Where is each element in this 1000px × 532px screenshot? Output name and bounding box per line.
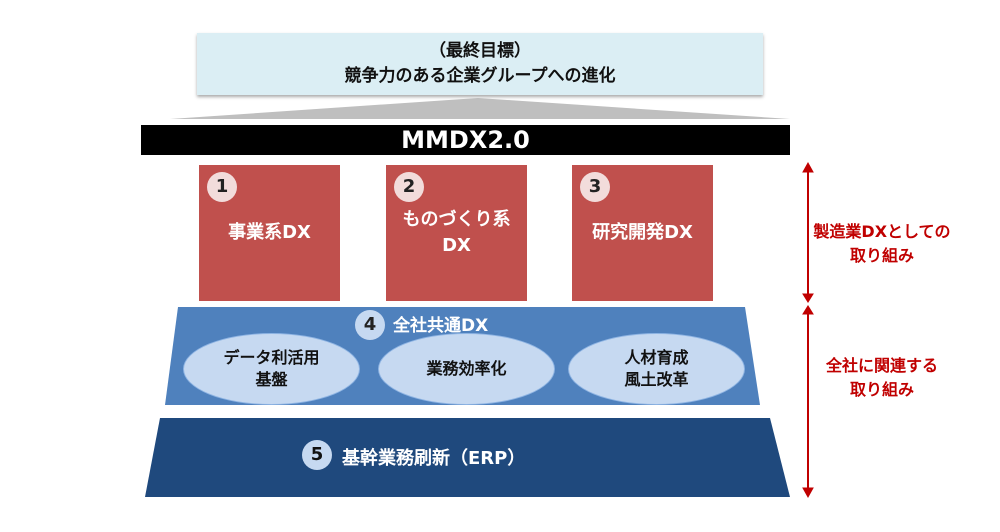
number-badge: 4 xyxy=(355,310,385,340)
goal-label: （最終目標） xyxy=(429,41,531,61)
number-badge: 1 xyxy=(207,172,237,202)
side-label-line: 取り組み xyxy=(849,380,914,399)
final-goal-box: （最終目標） 競争力のある企業グループへの進化 xyxy=(197,33,763,95)
pillar-label: ものづくり系 xyxy=(402,209,511,230)
ellipse-label-2: 基盤 xyxy=(255,370,288,389)
common-dx-title: 全社共通DX xyxy=(393,316,489,336)
ellipse-efficiency: 業務効率化 xyxy=(378,333,555,405)
side-label-company: 全社に関連する取り組み xyxy=(807,354,957,402)
number-badge: 2 xyxy=(394,172,424,202)
goal-text: 競争力のある企業グループへの進化 xyxy=(344,66,616,86)
number-badge: 3 xyxy=(580,172,610,202)
mmdx-banner: MMDX2.0 xyxy=(141,125,790,155)
pillar-label-2: DX xyxy=(442,235,471,256)
pillar-business-dx: 1 事業系DX xyxy=(199,165,340,301)
ellipse-hr-culture: 人材育成風土改革 xyxy=(568,333,745,405)
side-label-manufacturing: 製造業DXとしての取り組み xyxy=(807,220,957,268)
side-label-line: 取り組み xyxy=(849,246,914,265)
pillar-label: 研究開発DX xyxy=(592,222,693,243)
pillar-manufacturing-dx: 2 ものづくり系 DX xyxy=(386,165,527,301)
ellipse-label: データ利活用 xyxy=(223,348,320,367)
erp-title: 基幹業務刷新（ERP） xyxy=(342,448,526,469)
side-label-line: 全社に関連する xyxy=(825,356,938,375)
ellipse-label: 人材育成 xyxy=(624,348,689,367)
lower-arrow xyxy=(802,305,814,499)
pillar-rnd-dx: 3 研究開発DX xyxy=(572,165,713,301)
number-badge: 5 xyxy=(302,440,332,470)
ellipse-label: 業務効率化 xyxy=(426,359,507,378)
erp-trapezoid xyxy=(145,418,790,497)
pillar-label: 事業系DX xyxy=(228,222,311,243)
ellipse-data-platform: データ利活用基盤 xyxy=(183,333,360,405)
upper-arrow xyxy=(802,161,814,303)
gray-triangle xyxy=(170,98,790,119)
side-label-line: 製造業DXとしての xyxy=(813,222,951,241)
ellipse-label-2: 風土改革 xyxy=(624,370,689,389)
